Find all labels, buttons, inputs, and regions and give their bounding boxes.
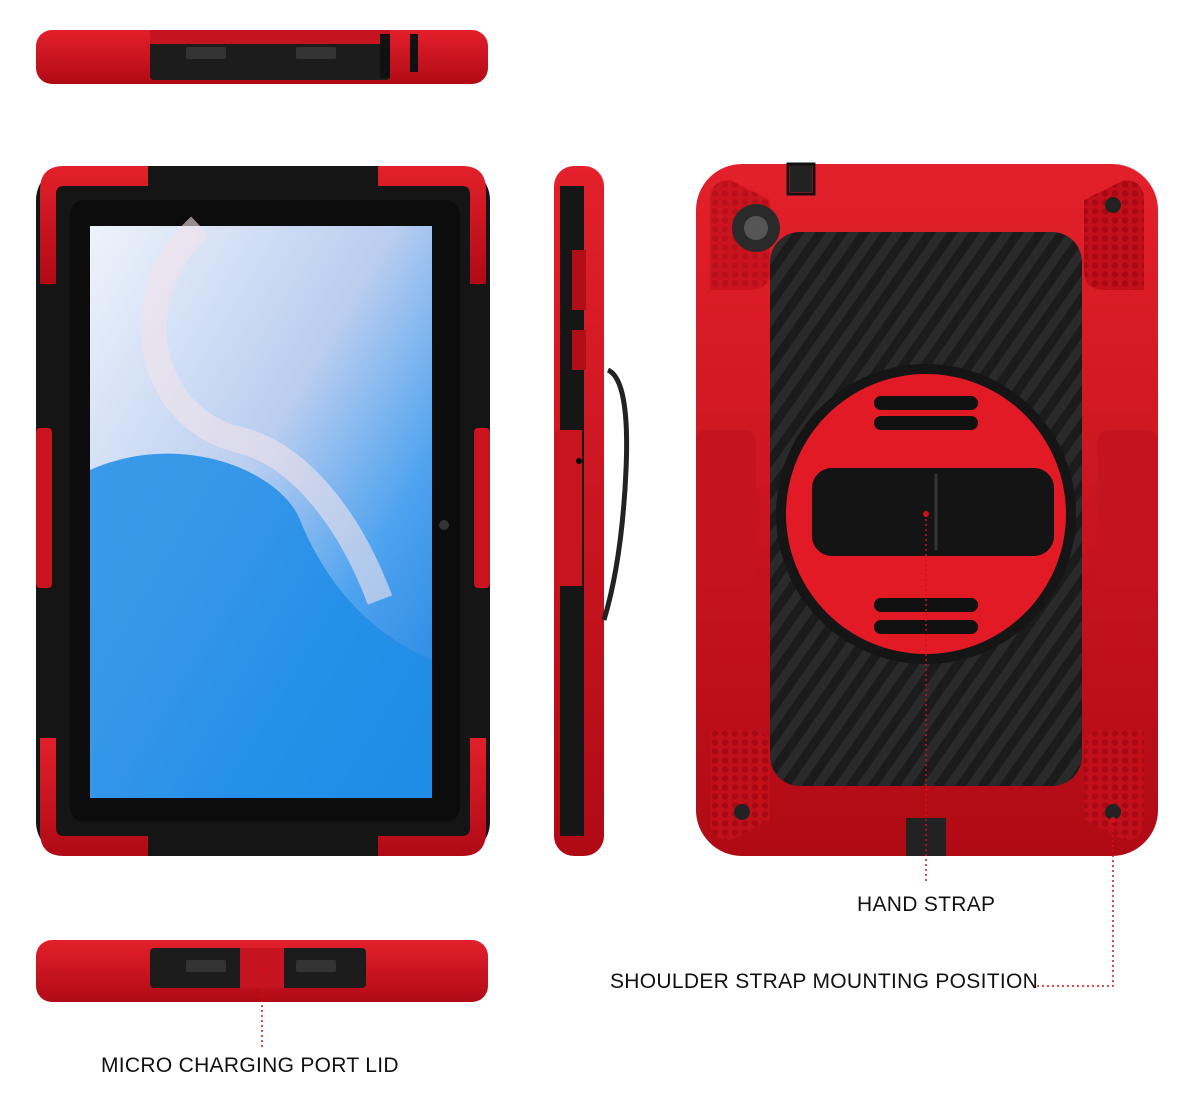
micro-port-dot	[259, 967, 265, 973]
screw-icon	[1105, 197, 1121, 213]
back-view	[696, 162, 1158, 856]
screw-icon	[734, 804, 750, 820]
hand-strap	[812, 468, 1054, 556]
speaker-grille-icon	[296, 47, 336, 59]
camera-icon	[439, 520, 449, 530]
shoulder-strap-callout	[1036, 820, 1114, 987]
micro-port-label: MICRO CHARGING PORT LID	[101, 1054, 399, 1077]
top-edge-view	[36, 30, 488, 84]
side-view	[554, 166, 630, 856]
screw-icon	[1105, 804, 1121, 820]
shoulder-strap-label: SHOULDER STRAP MOUNTING POSITION	[610, 970, 1039, 993]
speaker-grille-icon	[186, 960, 226, 972]
shoulder-strap-dot	[1110, 817, 1116, 823]
callout-lines	[261, 514, 1114, 1048]
speaker-grille-icon	[186, 47, 226, 59]
hand-strap-dot	[923, 511, 929, 517]
front-view	[36, 166, 490, 856]
speaker-grille-icon	[296, 960, 336, 972]
hand-strap-label: HAND STRAP	[857, 893, 996, 916]
